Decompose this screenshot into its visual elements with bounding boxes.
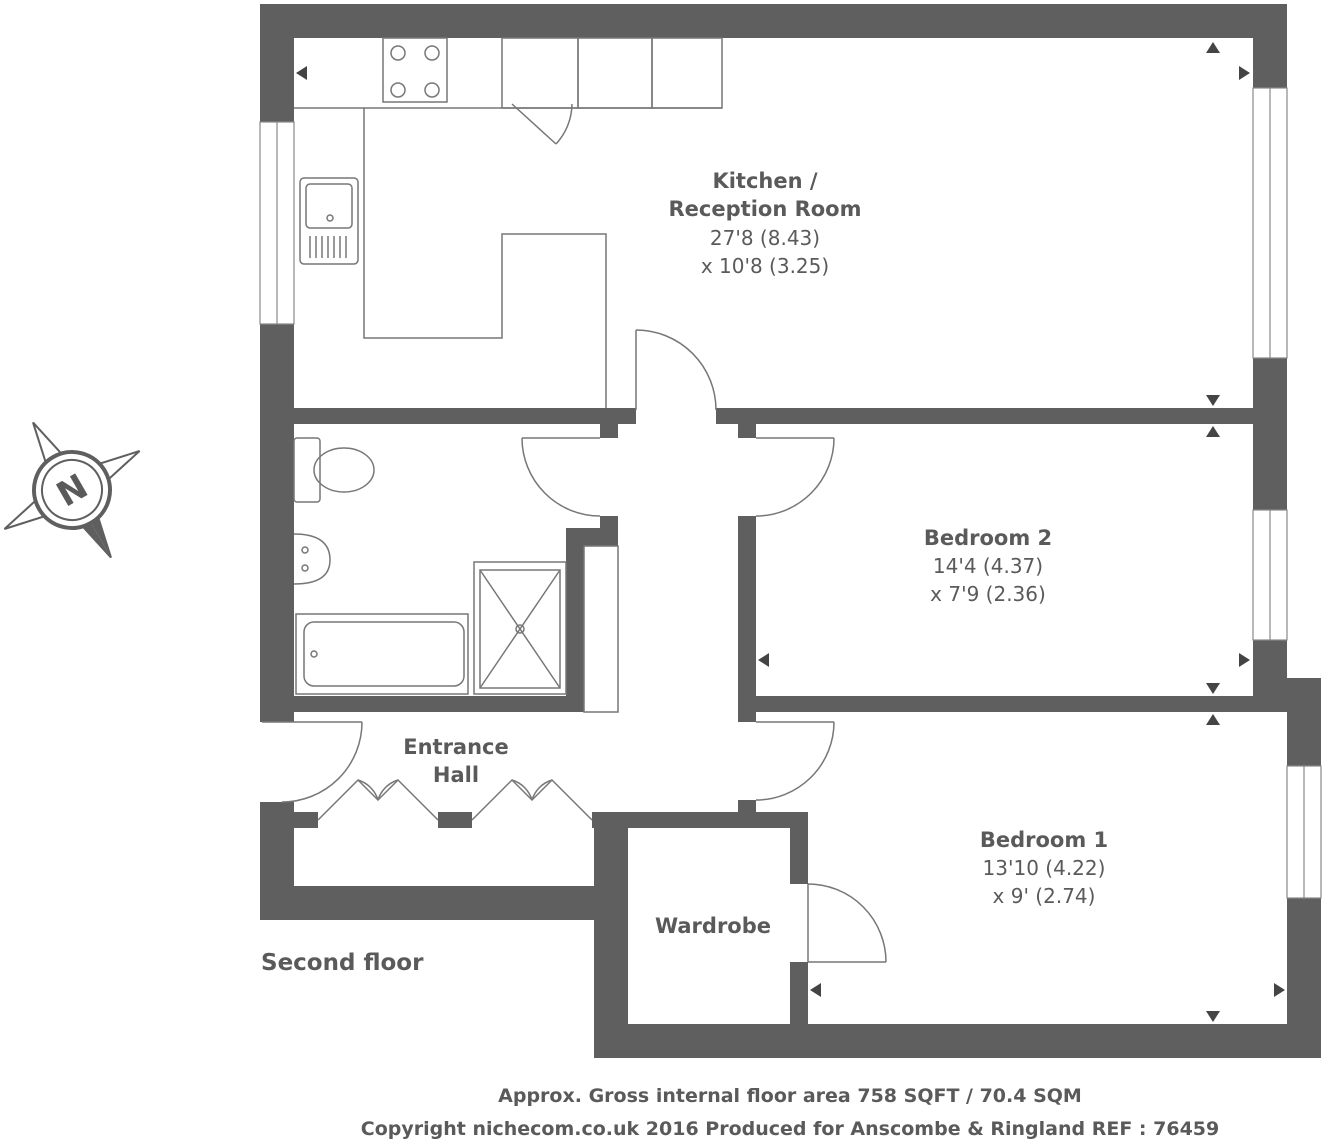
bedroom1-label: Bedroom 1: [980, 828, 1108, 852]
sink: [299, 177, 359, 265]
wall-bottom-left: [260, 886, 612, 920]
shower: [473, 561, 567, 695]
wall-bathroom-corner: [566, 528, 618, 546]
wall-left-upper: [260, 4, 294, 122]
wall-bottom: [594, 1024, 1321, 1058]
kitchen-dimension-1: 27'8 (8.43): [710, 226, 820, 250]
wall-bedroom2-bottom: [738, 696, 1287, 712]
bedroom2-dimension-1: 14'4 (4.37): [933, 554, 1043, 578]
wall-hall-nib: [738, 800, 756, 828]
wardrobe-label: Wardrobe: [655, 914, 771, 938]
wall-wardrobe-right-upper: [790, 812, 808, 884]
entrance-hall-label-line2: Hall: [433, 763, 479, 787]
wall-right-bed1-lower: [1287, 898, 1321, 1058]
wall-nib-1: [600, 424, 618, 438]
room-labels: Kitchen / Reception Room 27'8 (8.43) x 1…: [261, 169, 1108, 976]
wall-bedroom2-left: [738, 516, 756, 722]
kitchen-dimension-2: x 10'8 (3.25): [701, 254, 829, 278]
wall-top: [260, 4, 1287, 38]
bedroom2-dimension-2: x 7'9 (2.36): [930, 582, 1046, 606]
wall-cupboard-nib-2: [438, 812, 472, 828]
footer: Approx. Gross internal floor area 758 SQ…: [361, 1085, 1220, 1140]
kitchen-island: [294, 107, 607, 408]
wall-wardrobe-right-lower: [790, 962, 808, 1058]
windows: [259, 87, 1322, 899]
bedroom2-label: Bedroom 2: [924, 526, 1052, 550]
toilet: [293, 437, 321, 503]
wall-right-upper: [1253, 4, 1287, 88]
wall-bathroom-right: [566, 528, 584, 712]
entrance-hall-label-line1: Entrance: [403, 735, 509, 759]
kitchen-label-line2: Reception Room: [669, 197, 862, 221]
wall-kitchen-bottom-left: [260, 408, 636, 424]
wall-wardrobe-top: [594, 812, 808, 828]
bedroom1-dimension-1: 13'10 (4.22): [983, 856, 1106, 880]
wall-cupboard-nib-1: [294, 812, 318, 828]
bath: [295, 613, 469, 695]
cupboard-door: [511, 103, 557, 145]
wall-kitchen-bottom-right: [716, 408, 1287, 424]
wall-bathroom-bottom: [260, 696, 584, 712]
bedroom1-dimension-2: x 9' (2.74): [993, 884, 1096, 908]
kitchen-label-line1: Kitchen /: [712, 169, 817, 193]
copyright-text: Copyright nichecom.co.uk 2016 Produced f…: [361, 1118, 1220, 1140]
compass: N: [3, 421, 141, 559]
wall-wardrobe-left: [594, 812, 628, 1058]
basin: [293, 533, 331, 585]
wall-right-mid: [1253, 358, 1287, 510]
hob: [382, 37, 448, 103]
bathroom-fittings: [293, 437, 619, 713]
doors: [262, 329, 887, 963]
kitchen-fittings: [294, 37, 723, 408]
floor-area-text: Approx. Gross internal floor area 758 SQ…: [498, 1085, 1082, 1107]
wall-left-middle: [260, 324, 294, 722]
walls: [260, 4, 1321, 1058]
dimension-markers: [296, 42, 1285, 1022]
floor-label: Second floor: [261, 950, 424, 976]
wall-nib-2: [738, 424, 756, 438]
